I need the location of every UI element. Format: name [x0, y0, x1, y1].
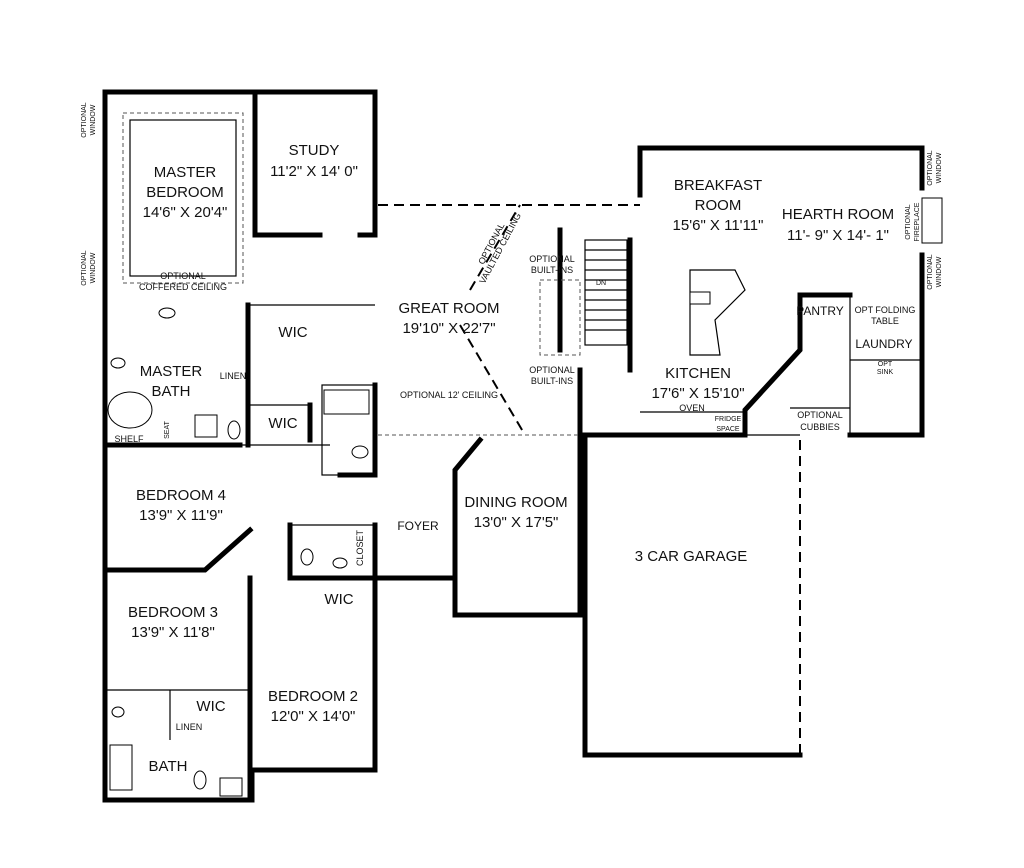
- bedroom-4-dims: 13'9" X 11'9": [139, 507, 223, 524]
- master-bedroom-dims: 14'6" X 20'4": [143, 204, 228, 221]
- walls: [102, 89, 925, 803]
- hearth-room-name: HEARTH ROOM: [782, 206, 894, 223]
- bedroom-3-name: BEDROOM 3: [128, 604, 218, 621]
- study-name: STUDY: [289, 142, 340, 159]
- breakfast-room-name-1: BREAKFAST: [674, 177, 762, 194]
- coffered-ceiling-1: OPTIONAL: [160, 271, 206, 281]
- great-room-dims: 19'10" X 22'7": [402, 320, 495, 337]
- optional-window-1: OPTIONAL WINDOW: [81, 102, 97, 138]
- kitchen-dims: 17'6" X 15'10": [651, 385, 744, 402]
- dining-room-name: DINING ROOM: [464, 494, 567, 511]
- foyer-name: FOYER: [397, 519, 439, 533]
- svg-text:OPTIONAL: OPTIONAL: [905, 204, 912, 240]
- optional-cubbies-1: OPTIONAL: [797, 410, 843, 420]
- wic-master-2-name: WIC: [268, 415, 297, 432]
- bedroom-4-name: BEDROOM 4: [136, 487, 226, 504]
- master-bedroom-name-1: MASTER: [154, 164, 217, 181]
- built-ins-top-2: BUILT-INS: [531, 265, 573, 275]
- opt-folding-table-1: OPT FOLDING: [855, 305, 916, 315]
- opt-folding-table-2: TABLE: [871, 316, 899, 326]
- stair-dn: DN: [596, 280, 606, 287]
- bedroom-3-dims: 13'9" X 11'8": [131, 624, 215, 641]
- built-ins-bottom-2: BUILT-INS: [531, 376, 573, 386]
- built-ins-bottom-1: OPTIONAL: [529, 365, 575, 375]
- study-dims: 11'2" X 14' 0": [270, 163, 358, 180]
- breakfast-room-name-2: ROOM: [695, 197, 742, 214]
- pantry-name: PANTRY: [796, 304, 844, 318]
- svg-text:WINDOW: WINDOW: [936, 256, 943, 287]
- island-sink: [689, 291, 711, 305]
- kitchen-island: [689, 269, 746, 356]
- optional-window-2: OPTIONAL WINDOW: [81, 250, 97, 286]
- svg-text:OPTIONAL: OPTIONAL: [81, 102, 88, 138]
- wic-bed2-name: WIC: [324, 591, 353, 608]
- svg-text:OPTIONAL: OPTIONAL: [927, 254, 934, 290]
- linen-bath: LINEN: [176, 722, 203, 732]
- oven-label: OVEN: [679, 403, 705, 413]
- seat-label: SEAT: [164, 420, 171, 438]
- optional-fireplace-label: OPTIONAL FIREPLACE: [905, 202, 921, 241]
- master-bath-name-1: MASTER: [140, 363, 203, 380]
- bedroom-2-name: BEDROOM 2: [268, 688, 358, 705]
- optional-elements: [122, 112, 581, 436]
- bath-fixtures: [107, 197, 943, 797]
- bath-name: BATH: [149, 758, 188, 775]
- optional-cubbies-2: CUBBIES: [800, 422, 840, 432]
- wic-master-1-name: WIC: [278, 324, 307, 341]
- breakfast-room-dims: 15'6" X 11'11": [673, 217, 764, 234]
- fridge-space-2: SPACE: [716, 426, 740, 433]
- svg-text:WINDOW: WINDOW: [90, 104, 97, 135]
- svg-text:OPTIONAL: OPTIONAL: [927, 150, 934, 186]
- svg-text:FIREPLACE: FIREPLACE: [914, 202, 921, 241]
- dining-room-dims: 13'0" X 17'5": [474, 514, 559, 531]
- garage-name: 3 CAR GARAGE: [635, 548, 748, 565]
- room-labels: MASTER BEDROOM 14'6" X 20'4" STUDY 11'2"…: [128, 142, 913, 775]
- svg-text:WINDOW: WINDOW: [936, 152, 943, 183]
- kitchen-name: KITCHEN: [665, 365, 731, 382]
- svg-text:CLOSET: CLOSET: [355, 529, 365, 566]
- closet-label: CLOSET: [355, 529, 365, 566]
- built-ins-top-1: OPTIONAL: [529, 254, 575, 264]
- bedroom-2-dims: 12'0" X 14'0": [271, 708, 356, 725]
- stair-treads: [585, 249, 627, 331]
- master-bath-name-2: BATH: [152, 383, 191, 400]
- linen-master: LINEN: [220, 371, 247, 381]
- svg-text:SEAT: SEAT: [164, 420, 171, 438]
- laundry-name: LAUNDRY: [855, 337, 912, 351]
- great-room-name: GREAT ROOM: [398, 300, 499, 317]
- coffered-ceiling-2: COFFERED CEILING: [139, 282, 227, 292]
- fridge-space-1: FRIDGE: [715, 416, 742, 423]
- svg-text:WINDOW: WINDOW: [90, 252, 97, 283]
- master-bedroom-name-2: BEDROOM: [146, 184, 224, 201]
- shelf-label: SHELF: [114, 434, 144, 444]
- wic-bed3-name: WIC: [196, 698, 225, 715]
- optional-window-3: OPTIONAL WINDOW: [927, 150, 943, 186]
- opt-sink-1: OPT: [878, 361, 893, 368]
- svg-text:OPTIONAL: OPTIONAL: [81, 250, 88, 286]
- optional-12-ceiling: OPTIONAL 12' CEILING: [400, 390, 498, 400]
- vaulted-ceiling-label: OPTIONAL VAULTED CEILING: [476, 211, 523, 285]
- opt-sink-2: SINK: [877, 369, 894, 376]
- hearth-room-dims: 11'- 9" X 14'- 1": [787, 227, 889, 244]
- optional-window-4: OPTIONAL WINDOW: [927, 254, 943, 290]
